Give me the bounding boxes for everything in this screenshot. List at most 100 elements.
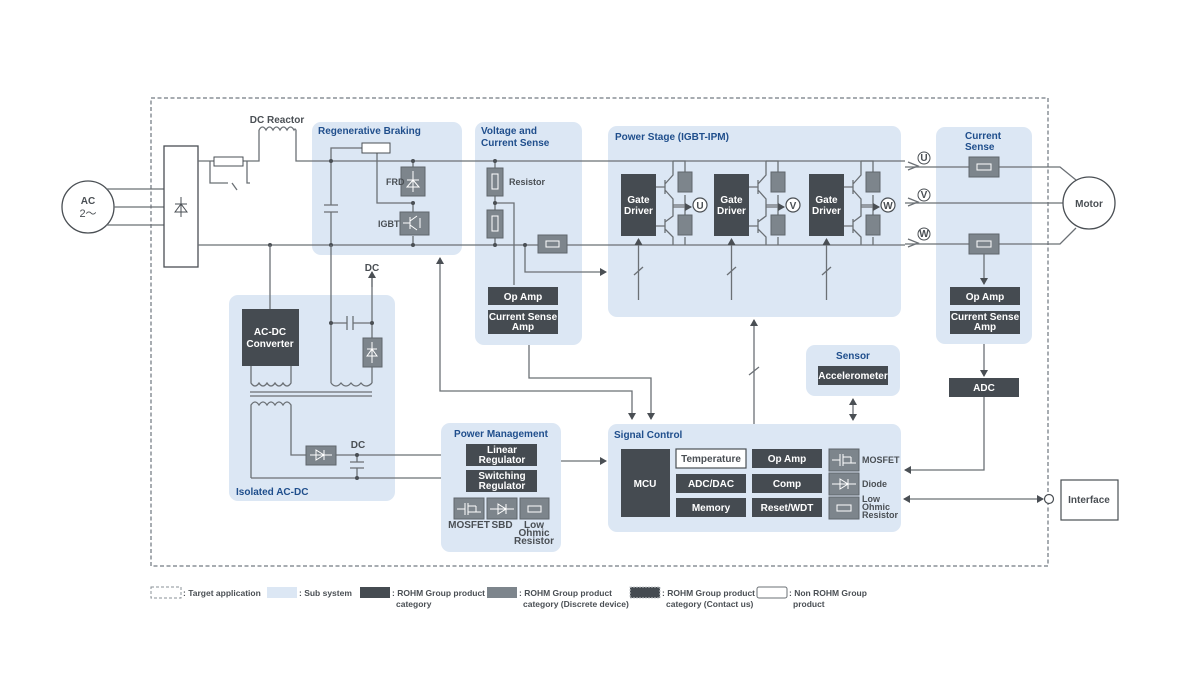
sc-mosfet-label: MOSFET xyxy=(862,455,900,465)
cs-op-amp-label: Op Amp xyxy=(966,292,1005,303)
dc-reactor-label: DC Reactor xyxy=(250,115,305,126)
ac-dc-converter-block xyxy=(242,309,299,366)
inrush-resistor xyxy=(213,156,244,167)
legend-discrete-1: : ROHM Group product xyxy=(519,588,612,598)
signal-op-amp-label: Op Amp xyxy=(768,454,807,465)
accelerometer-block xyxy=(818,366,888,385)
phase-node-label: V xyxy=(790,201,797,212)
legend-target: : Target application xyxy=(183,588,261,598)
interface-label: Interface xyxy=(1068,495,1110,506)
linear-regulator-label-2: Regulator xyxy=(479,455,526,466)
legend-rohm-1: : ROHM Group product xyxy=(392,588,485,598)
legend-swatch-non-rohm xyxy=(756,586,788,599)
comp-label: Comp xyxy=(773,479,801,490)
output-phase-icon xyxy=(917,227,931,241)
switching-regulator-block xyxy=(466,470,537,492)
gate-driver-label-2: Driver xyxy=(812,206,841,217)
sc-res-label-1: Low xyxy=(862,494,881,504)
freewheel-diode-low xyxy=(677,214,693,236)
output-phase-label: V xyxy=(921,190,928,201)
output-phase-icon xyxy=(917,188,931,202)
regenerative-braking-subsystem xyxy=(312,122,462,255)
legend-non-rohm-2: product xyxy=(793,599,825,609)
memory-label: Memory xyxy=(692,503,731,514)
current-sense-title-1: Current xyxy=(965,131,1002,142)
voltage-divider-resistor-2 xyxy=(486,209,504,239)
pm-sbd-label: SBD xyxy=(491,520,512,531)
igbt-device xyxy=(399,211,430,236)
output-phase-label: U xyxy=(920,153,927,164)
cs-csa-label-1: Current Sense xyxy=(951,312,1020,323)
pm-res-label-2: Ohmic xyxy=(518,528,550,539)
freewheel-diode-low xyxy=(770,214,786,236)
switching-regulator-label-1: Switching xyxy=(478,471,525,482)
freewheel-diode-high xyxy=(770,171,786,193)
igbt-label: IGBT xyxy=(378,219,400,229)
freewheel-diode-low xyxy=(865,214,881,236)
adc-dac-block xyxy=(676,474,746,493)
current-sense-shunt-w xyxy=(968,233,1000,255)
voltage-divider-resistor-1 xyxy=(486,167,504,197)
phase-node-icon xyxy=(880,197,896,213)
frd-label: FRD xyxy=(386,177,405,187)
cs-csa-label-2: Amp xyxy=(974,322,996,333)
dc-reactor-inductor xyxy=(258,126,297,132)
current-sense-shunt-u xyxy=(968,156,1000,178)
target-application-boundary xyxy=(150,97,1049,567)
pm-low-ohmic-resistor xyxy=(519,497,550,520)
phase-output-lines xyxy=(905,161,1077,248)
motor-icon xyxy=(1062,176,1116,230)
power-management-title: Power Management xyxy=(454,429,549,440)
accelerometer-label: Accelerometer xyxy=(818,371,888,382)
reset-wdt-label: Reset/WDT xyxy=(761,503,814,514)
output-phase-label: W xyxy=(919,229,929,240)
freewheel-diode-high xyxy=(865,171,881,193)
braking-resistor xyxy=(361,142,391,154)
phase-node-label: U xyxy=(696,201,703,212)
gate-driver-block xyxy=(714,174,749,236)
ac-dc-converter-label-2: Converter xyxy=(246,339,293,350)
regenerative-braking-title: Regenerative Braking xyxy=(318,126,421,137)
pm-res-label-1: Low xyxy=(524,520,544,531)
voltage-current-sense-title-2: Current Sense xyxy=(481,138,550,149)
legend-sub: : Sub system xyxy=(299,588,352,598)
adc-dac-label: ADC/DAC xyxy=(688,479,734,490)
gate-driver-block xyxy=(809,174,844,236)
legend-contact-2: category (Contact us) xyxy=(666,599,754,609)
legend-swatch-sub xyxy=(267,587,297,598)
ac-source-label: AC xyxy=(81,196,95,207)
voltage-current-sense-title-1: Voltage and xyxy=(481,126,537,137)
signal-op-amp-block xyxy=(752,449,822,468)
interface-block xyxy=(1060,479,1119,521)
ac-dc-converter-label-1: AC-DC xyxy=(254,327,286,338)
shunt-resistor xyxy=(537,234,568,254)
gate-driver-label-2: Driver xyxy=(624,206,653,217)
gate-driver-label-1: Gate xyxy=(720,195,743,206)
reset-wdt-block xyxy=(752,498,822,517)
phase-node-icon xyxy=(785,197,801,213)
phase-node-icon xyxy=(692,197,708,213)
linear-regulator-block xyxy=(466,444,537,466)
motor-label: Motor xyxy=(1075,199,1103,210)
output-phase-icon xyxy=(917,151,931,165)
legend-swatch-rohm xyxy=(360,587,390,598)
freewheel-diode-high xyxy=(677,171,693,193)
gate-driver-block xyxy=(621,174,656,236)
pm-res-label-3: Resistor xyxy=(514,536,554,547)
power-stage-title: Power Stage (IGBT-IPM) xyxy=(615,132,729,143)
signal-control-title: Signal Control xyxy=(614,430,683,441)
legend-rohm-2: category xyxy=(396,599,432,609)
switching-regulator-label-2: Regulator xyxy=(479,481,526,492)
current-sense-title-2: Sense xyxy=(965,142,995,153)
sc-diode-label: Diode xyxy=(862,479,887,489)
mcu-label: MCU xyxy=(634,479,657,490)
vcs-csa-label-2: Amp xyxy=(512,322,534,333)
sc-res-label-2: Ohmic xyxy=(862,502,890,512)
cs-current-sense-amp-block xyxy=(950,311,1020,334)
legend-swatch-contact xyxy=(629,586,661,599)
linear-regulator-label-1: Linear xyxy=(487,445,517,456)
legend-discrete-2: category (Discrete device) xyxy=(523,599,629,609)
